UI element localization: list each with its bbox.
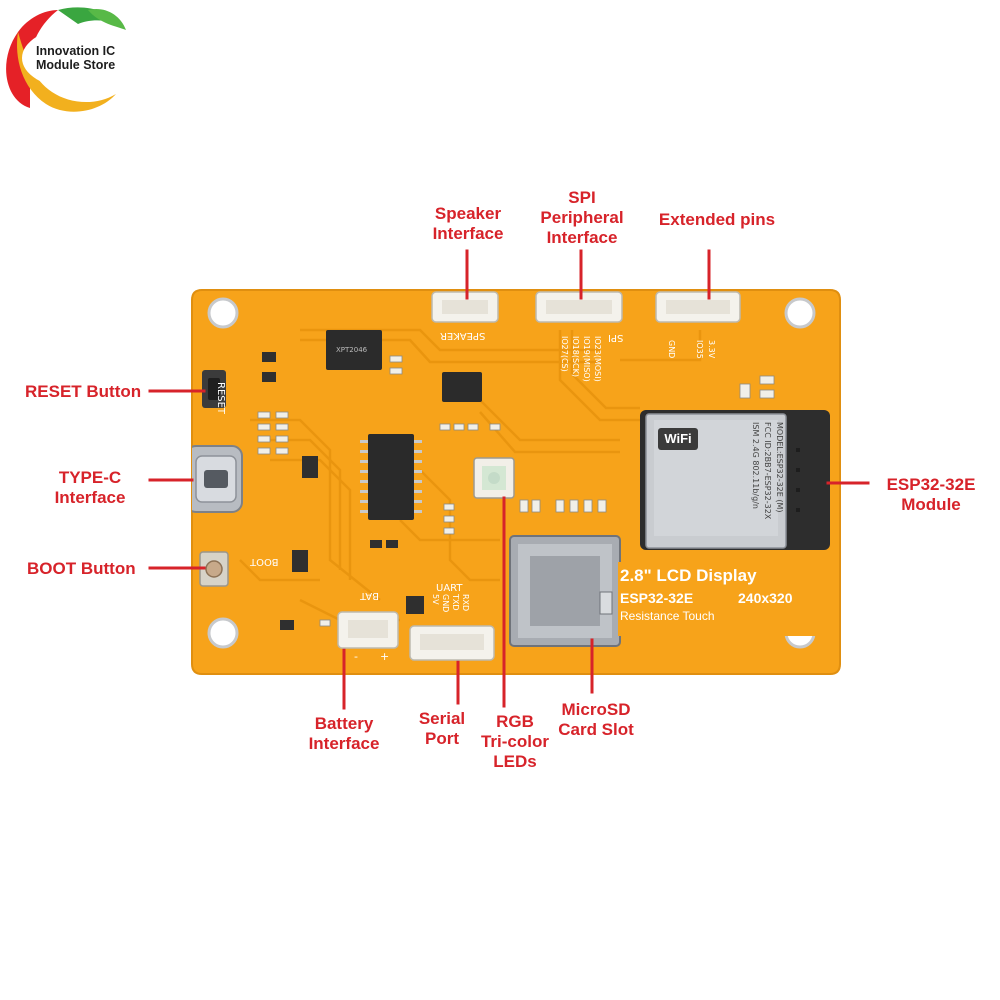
silk-bat-plus: +: [380, 650, 390, 663]
label-speaker-interface: Speaker Interface: [432, 204, 504, 243]
module-line-left: ESP32-32E: [620, 590, 694, 606]
label-typec-interface: TYPE-C Interface: [54, 468, 126, 507]
usb-serial-chip: [368, 434, 414, 520]
display-title: 2.8" LCD Display: [620, 566, 757, 585]
label-boot-button: BOOT Button: [27, 559, 136, 578]
label-serial-port: Serial Port: [418, 709, 466, 748]
module-line-right: 240x320: [738, 590, 793, 606]
silk-uart: UART: [436, 583, 463, 594]
silk-amp-chip: XPT2046: [336, 346, 368, 354]
touch-controller-chip: [326, 330, 382, 370]
label-reset-button: RESET Button: [25, 382, 142, 401]
silk-bat-minus: -: [354, 650, 358, 663]
label-esp32-module: ESP32-32E Module: [886, 475, 976, 514]
logo-line-1: Innovation IC: [36, 44, 116, 58]
esp-wifi-logo: WiFi: [658, 428, 698, 450]
label-extended-pins: Extended pins: [658, 210, 776, 229]
logo-line-2: Module Store: [36, 58, 116, 72]
label-battery-interface: Battery Interface: [308, 714, 380, 753]
label-spi-interface: SPI Peripheral Interface: [540, 188, 624, 247]
store-logo-icon: [6, 7, 126, 112]
amplifier-chip: [442, 372, 482, 402]
touch-line: Resistance Touch: [620, 609, 715, 623]
label-rgb-leds: RGB Tri-color LEDs: [480, 712, 549, 771]
logo-text: Innovation IC Module Store: [36, 44, 115, 72]
label-microsd-slot: MicroSD Card Slot: [558, 700, 634, 739]
